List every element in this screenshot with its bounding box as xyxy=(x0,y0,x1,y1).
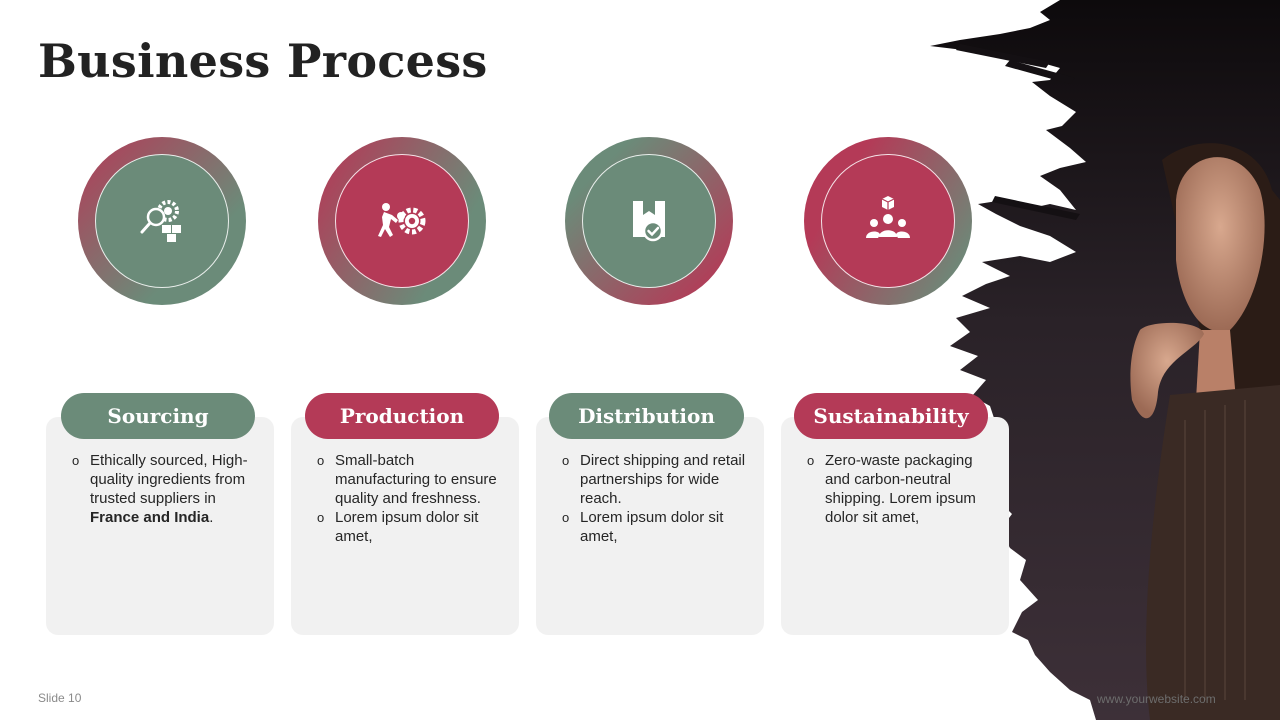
sourcing-disc xyxy=(95,154,229,288)
list-item: Lorem ipsum dolor sit amet, xyxy=(562,508,754,546)
sustainability-bullets: Zero-waste packaging and carbon-neutral … xyxy=(781,417,1009,527)
distribution-title-pill: Distribution xyxy=(549,393,744,439)
sustainability-ring xyxy=(804,137,972,305)
distribution-bullets: Direct shipping and retail partnerships … xyxy=(536,417,764,546)
slide-number: Slide 10 xyxy=(38,691,82,705)
production-disc xyxy=(335,154,469,288)
list-item: Small-batch manufacturing to ensure qual… xyxy=(317,451,509,508)
distribution-card: Direct shipping and retail partnerships … xyxy=(536,417,764,635)
sustainability-disc xyxy=(821,154,955,288)
production-bullets: Small-batch manufacturing to ensure qual… xyxy=(291,417,519,546)
production-title-pill: Production xyxy=(305,393,499,439)
sustainability-card: Zero-waste packaging and carbon-neutral … xyxy=(781,417,1009,635)
team-with-box-icon xyxy=(866,196,910,238)
distribution-disc xyxy=(582,154,716,288)
website-link[interactable]: www.yourwebsite.com xyxy=(1097,692,1216,706)
list-item: Zero-waste packaging and carbon-neutral … xyxy=(807,451,999,527)
sourcing-bullets: Ethically sourced, High-quality ingredie… xyxy=(46,417,274,527)
bullet-tail-text: . xyxy=(209,509,214,526)
distribution-ring xyxy=(565,137,733,305)
sourcing-ring xyxy=(78,137,246,305)
bullet-text: Ethically sourced, High-quality ingredie… xyxy=(90,452,248,507)
bullet-bold-text: France and India xyxy=(90,509,210,526)
list-item: Direct shipping and retail partnerships … xyxy=(562,451,754,508)
package-check-icon xyxy=(633,201,665,242)
magnifier-gear-boxes-icon xyxy=(140,200,181,242)
list-item: Lorem ipsum dolor sit amet, xyxy=(317,508,509,546)
list-item: Ethically sourced, High-quality ingredie… xyxy=(72,451,264,527)
sustainability-title-pill: Sustainability xyxy=(794,393,988,439)
production-ring xyxy=(318,137,486,305)
sourcing-card: Ethically sourced, High-quality ingredie… xyxy=(46,417,274,635)
production-card: Small-batch manufacturing to ensure qual… xyxy=(291,417,519,635)
person-pushing-gears-icon xyxy=(378,203,426,237)
brush-stroke-portrait-image xyxy=(930,0,1280,720)
slide-title: Business Process xyxy=(38,34,488,88)
sourcing-title-pill: Sourcing xyxy=(61,393,255,439)
